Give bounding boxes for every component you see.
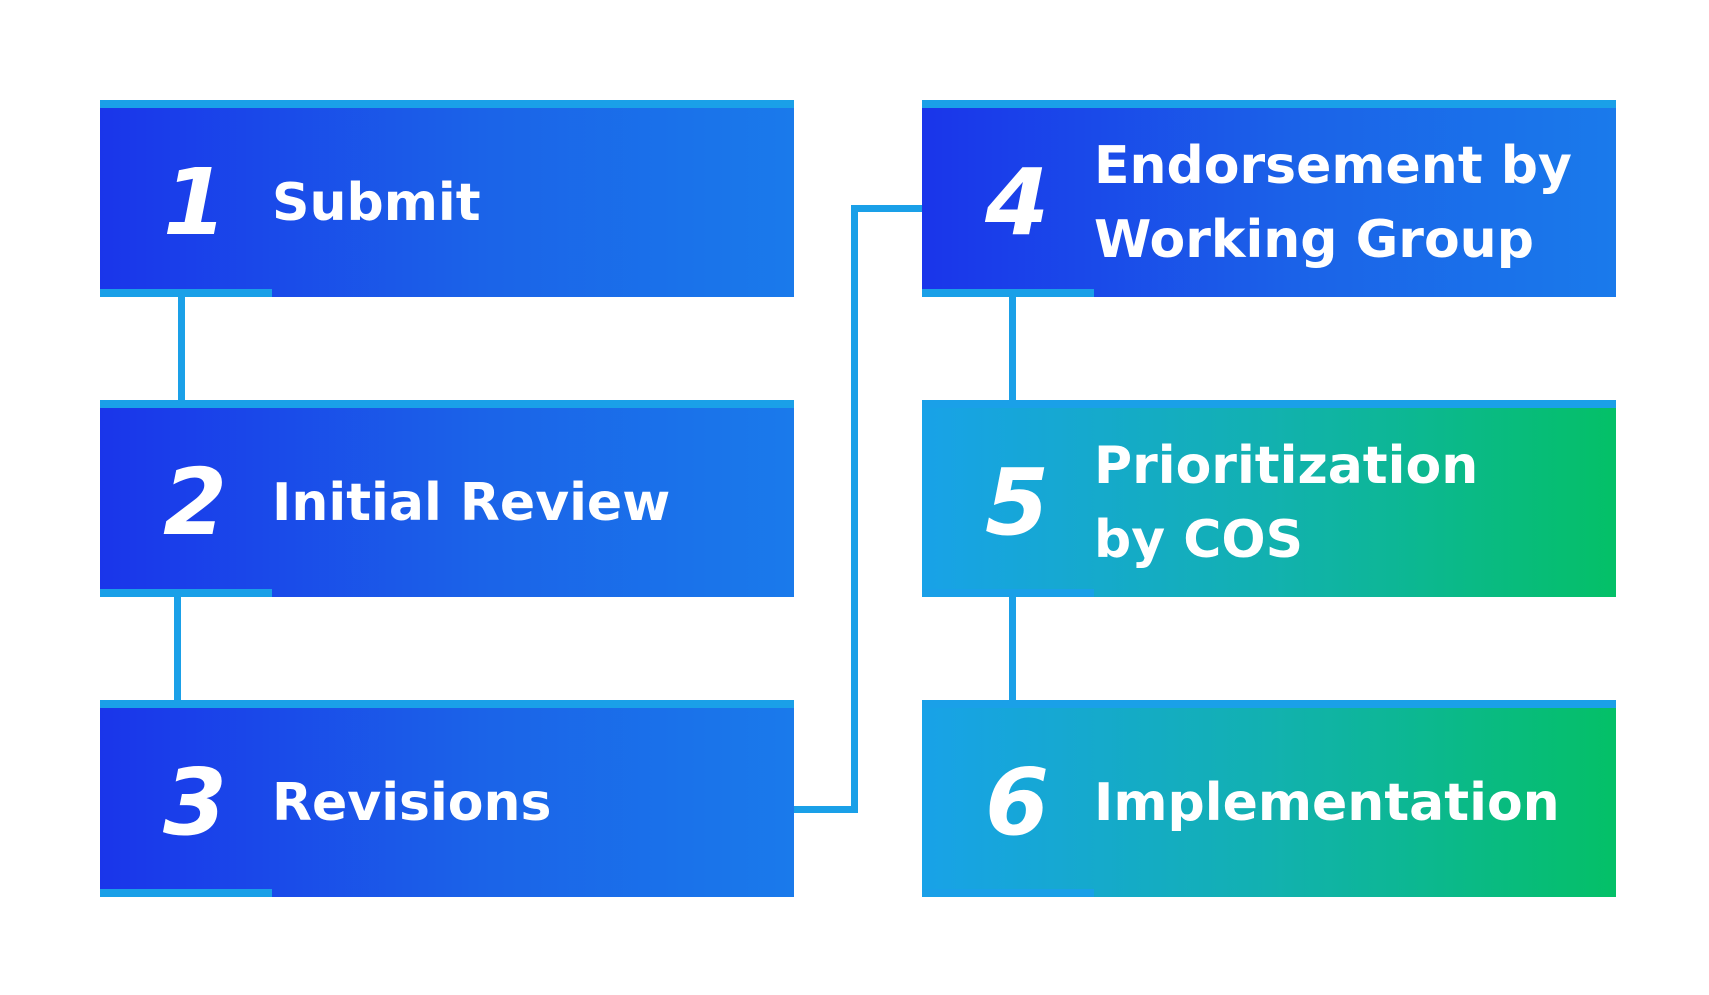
step-number: 3 [162, 748, 227, 856]
step-label: Revisions [272, 772, 552, 833]
step-label: Endorsement by Working Group [1094, 135, 1572, 270]
step-accent-bar [100, 889, 272, 897]
step-box-submit: 1 Submit [100, 100, 794, 297]
connector-3-4-vertical [851, 205, 858, 813]
step-accent-bar [922, 889, 1094, 897]
connector-3-4-horizontal-low [794, 806, 858, 813]
connector-3-4-horizontal-high [851, 205, 923, 212]
step-accent-bar [922, 589, 1094, 597]
step-label: Initial Review [272, 472, 671, 533]
step-number: 1 [162, 148, 227, 256]
step-label: Prioritization by COS [1094, 435, 1479, 570]
step-box-initial-review: 2 Initial Review [100, 400, 794, 597]
step-number: 5 [984, 448, 1049, 556]
step-number: 4 [984, 148, 1049, 256]
step-box-implementation: 6 Implementation [922, 700, 1616, 897]
step-label: Implementation [1094, 772, 1560, 833]
step-number: 6 [984, 748, 1049, 856]
step-label: Submit [272, 172, 481, 233]
step-accent-bar [100, 589, 272, 597]
connector-4-5 [1009, 296, 1016, 406]
connector-5-6 [1009, 596, 1016, 706]
step-accent-bar [100, 289, 272, 297]
connector-1-2 [178, 296, 185, 406]
connector-2-3 [174, 596, 181, 706]
step-number: 2 [162, 448, 227, 556]
step-accent-bar [922, 289, 1094, 297]
step-box-revisions: 3 Revisions [100, 700, 794, 897]
step-box-prioritization: 5 Prioritization by COS [922, 400, 1616, 597]
step-box-endorsement: 4 Endorsement by Working Group [922, 100, 1616, 297]
